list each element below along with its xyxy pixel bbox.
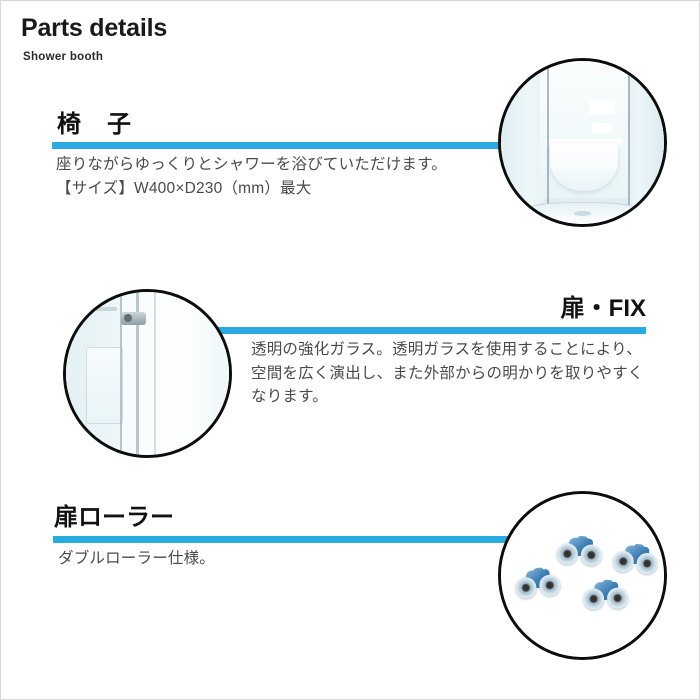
section-door-roller-heading: 扉ローラー bbox=[54, 504, 174, 531]
booth-wall-left bbox=[501, 61, 544, 224]
door-stile-1 bbox=[119, 292, 122, 455]
booth-shelf-lower bbox=[592, 122, 612, 133]
door-rollers-photo bbox=[501, 494, 664, 657]
section-door-fix-photo bbox=[63, 289, 232, 458]
booth-drain bbox=[574, 210, 591, 216]
door-inner-recess bbox=[85, 347, 124, 425]
page-subtitle: Shower booth bbox=[23, 51, 104, 63]
door-stile-3 bbox=[154, 292, 157, 455]
booth-shelf-upper bbox=[589, 100, 616, 115]
booth-seat bbox=[549, 142, 619, 192]
section-chair-photo bbox=[498, 58, 667, 227]
section-chair-body: 座りながらゆっくりとシャワーを浴びていただけます。 【サイズ】W400×D230… bbox=[56, 156, 447, 197]
section-door-roller-photo bbox=[498, 491, 667, 660]
section-door-fix-heading: 扉・FIX bbox=[560, 295, 646, 322]
roller-wheel-left bbox=[556, 542, 579, 565]
booth-glass-edge-right bbox=[628, 61, 631, 224]
roller-unit bbox=[611, 542, 660, 576]
roller-wheel-right bbox=[538, 573, 562, 597]
shower-booth-photo bbox=[501, 61, 664, 224]
section-door-roller-body: ダブルローラー仕様。 bbox=[58, 550, 216, 567]
section-door-roller-accent-rule bbox=[53, 536, 511, 543]
section-chair-accent-rule bbox=[52, 142, 502, 149]
roller-unit bbox=[582, 579, 629, 611]
page-title: Parts details bbox=[21, 14, 168, 42]
roller-wheel-right bbox=[606, 587, 629, 609]
door-hinge bbox=[95, 306, 117, 311]
booth-glass-edge-left bbox=[546, 61, 549, 224]
glass-door-photo bbox=[66, 292, 229, 455]
door-stile-2 bbox=[136, 292, 140, 455]
roller-wheel-right bbox=[580, 544, 603, 567]
door-handle-knob bbox=[123, 314, 132, 323]
roller-unit bbox=[514, 566, 563, 601]
roller-wheel-left bbox=[582, 588, 605, 610]
section-door-fix-accent-rule bbox=[151, 327, 646, 334]
booth-wall-right bbox=[628, 61, 664, 224]
roller-unit bbox=[556, 535, 604, 567]
door-right-pane bbox=[157, 292, 229, 455]
section-chair-heading: 椅 子 bbox=[57, 111, 132, 138]
roller-wheel-right bbox=[635, 552, 659, 575]
section-door-fix-body: 透明の強化ガラス。透明ガラスを使用することにより、空間を広く演出し、また外部から… bbox=[251, 341, 644, 406]
